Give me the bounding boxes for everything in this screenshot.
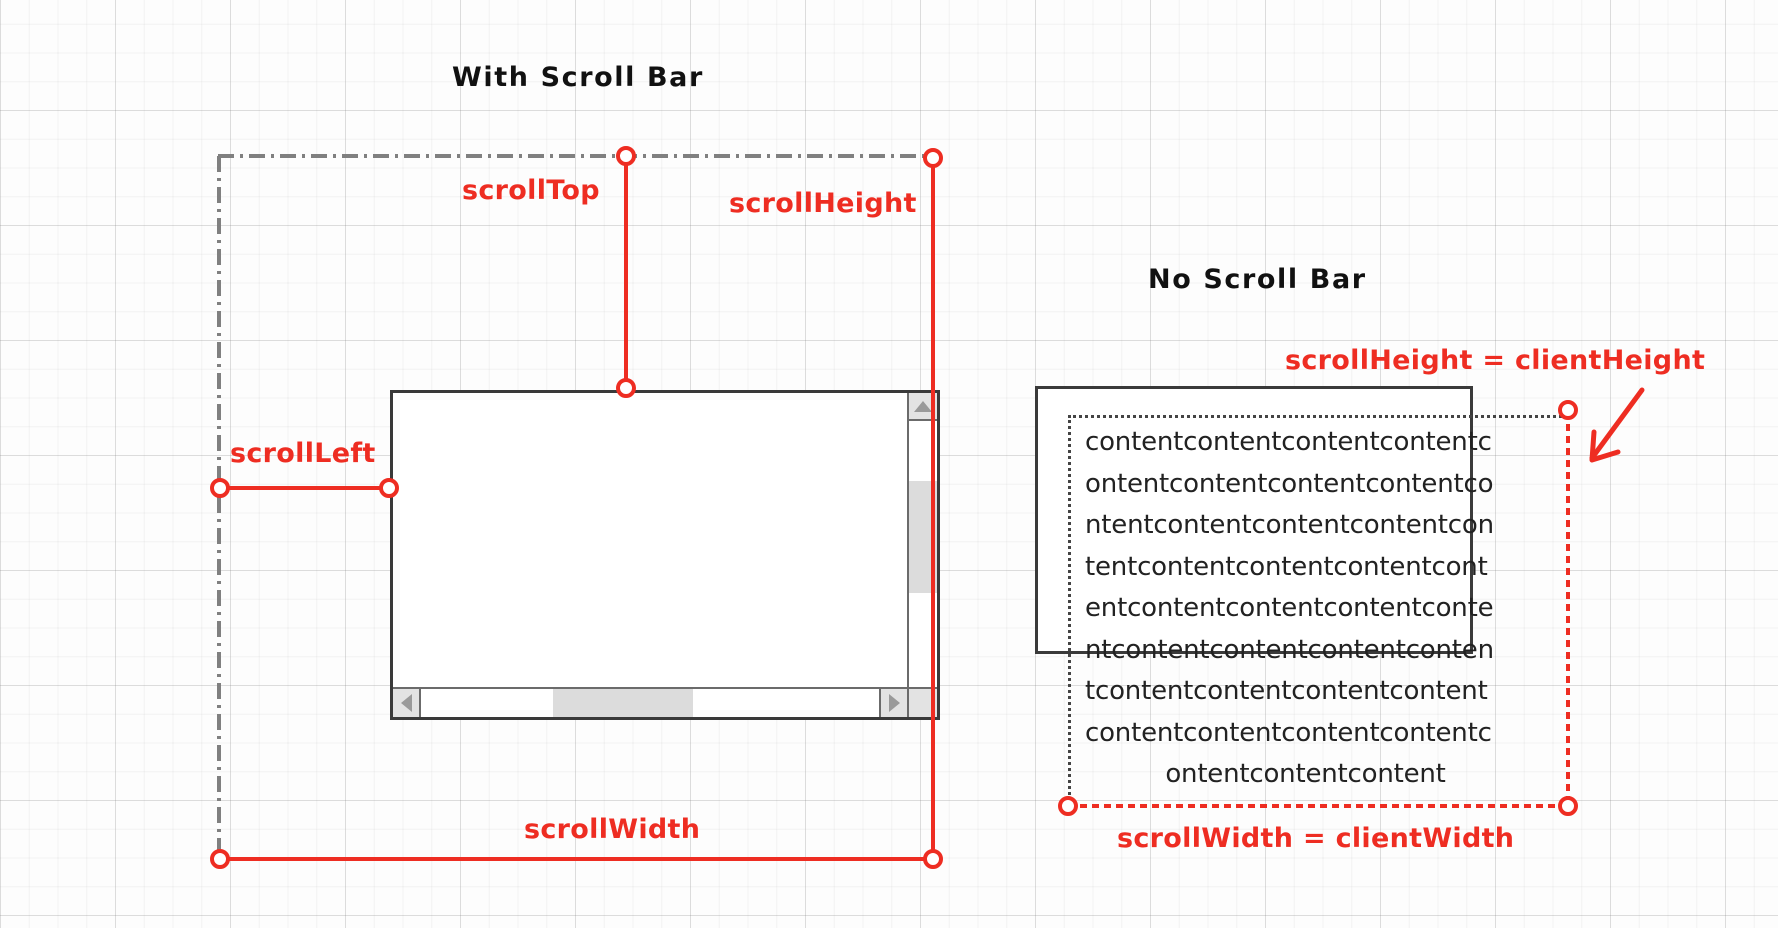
horizontal-scrollbar[interactable] (393, 687, 907, 717)
content-line: entcontentcontentcontentconte (1085, 593, 1494, 623)
content-line: contentcontentcontentcontentc (1085, 427, 1492, 457)
right-panel-title: No Scroll Bar (1148, 264, 1367, 295)
scroll-width-endpoint-marker (210, 849, 230, 869)
content-line: tentcontentcontentcontentcont (1085, 551, 1488, 582)
scroll-height-endpoint-marker (923, 148, 943, 168)
triangle-right-icon (888, 694, 900, 712)
triangle-up-icon (914, 400, 932, 412)
content-line: tcontentcontentcontentcontent (1085, 676, 1488, 706)
scroll-left-button[interactable] (393, 689, 421, 717)
client-area-box (1035, 386, 1473, 654)
horizontal-scrollbar-thumb[interactable] (553, 689, 693, 717)
scroll-left-endpoint-marker (210, 478, 230, 498)
scroll-height-equals-label: scrollHeight = clientHeight (1285, 345, 1706, 376)
client-corner-endpoint-marker (1558, 796, 1578, 816)
scroll-height-endpoint-marker (923, 849, 943, 869)
scroll-top-endpoint-marker (616, 146, 636, 166)
scrollable-box-content (393, 393, 937, 717)
scrollable-box[interactable] (390, 390, 940, 720)
scroll-up-button[interactable] (909, 393, 937, 421)
overflowing-content-box: contentcontentcontentcontentc ontentcont… (1068, 415, 1568, 800)
scroll-height-label: scrollHeight (729, 188, 917, 219)
content-line: ntentcontentcontentcontentcon (1085, 510, 1494, 540)
content-line: contentcontentcontentcontentc (1085, 717, 1492, 748)
client-width-endpoint-marker (1058, 796, 1078, 816)
content-line: ntcontentcontentcontentconten (1085, 634, 1494, 665)
scroll-width-equals-label: scrollWidth = clientWidth (1117, 823, 1515, 854)
scroll-right-button[interactable] (879, 689, 907, 717)
left-panel-title: With Scroll Bar (452, 62, 704, 93)
scroll-left-label: scrollLeft (230, 438, 376, 469)
scroll-width-label: scrollWidth (524, 814, 701, 845)
triangle-left-icon (400, 694, 412, 712)
content-line: ontentcontentcontentcontentco (1085, 468, 1494, 499)
vertical-scrollbar-thumb[interactable] (909, 481, 937, 593)
vertical-scrollbar[interactable] (907, 393, 937, 717)
content-line: ontentcontentcontent (1165, 759, 1446, 789)
scrollbar-corner (907, 687, 937, 717)
annotation-arrow-icon (1589, 387, 1645, 463)
scroll-top-label: scrollTop (462, 175, 600, 206)
